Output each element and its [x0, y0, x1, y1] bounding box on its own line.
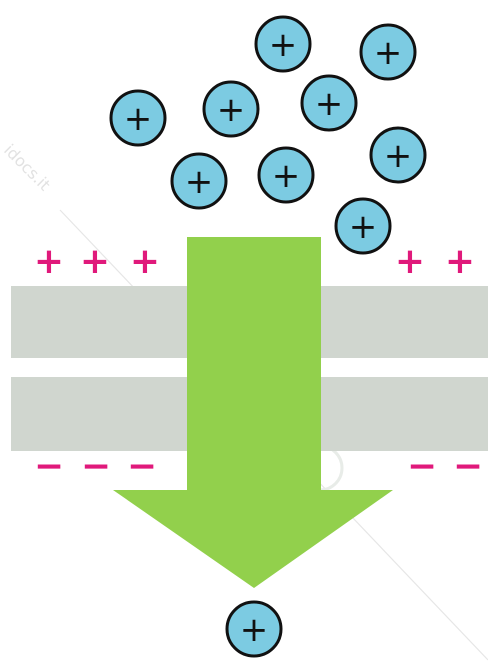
ion-charge-label: +: [217, 90, 246, 130]
ion-charge-label: +: [384, 136, 413, 176]
intracellular-ions: +: [225, 600, 283, 658]
outer-charge: +: [395, 241, 425, 282]
ion-charge-label: +: [374, 33, 403, 73]
inner-charges: − − − − −: [34, 446, 483, 487]
outer-charge: +: [80, 241, 110, 282]
ion-charge-label: +: [349, 207, 378, 247]
cation-circle-icon: +: [109, 89, 167, 147]
cation-circle-icon: +: [254, 15, 312, 73]
inner-charge: −: [407, 446, 437, 487]
outer-charge: +: [130, 241, 160, 282]
cation-circle-icon: +: [369, 126, 427, 184]
ion-charge-label: +: [315, 84, 344, 124]
outer-charges: + + + + +: [34, 241, 475, 282]
cation-circle-icon: +: [300, 74, 358, 132]
cation-circle-icon: +: [257, 146, 315, 204]
inner-charge: −: [34, 446, 64, 487]
cation-circle-icon: +: [202, 80, 260, 138]
ion-charge-label: +: [272, 156, 301, 196]
outer-charge: +: [445, 241, 475, 282]
inner-charge: −: [81, 446, 111, 487]
down-arrow-icon: [113, 237, 393, 588]
ion-charge-label: +: [240, 610, 269, 650]
extracellular-ions: + + + + + + +: [109, 15, 427, 255]
inner-charge: −: [127, 446, 157, 487]
outer-charge: +: [34, 241, 64, 282]
inner-charge: −: [453, 446, 483, 487]
cation-circle-icon: +: [334, 197, 392, 255]
ion-charge-label: +: [124, 99, 153, 139]
watermark-text: idocs.it: [0, 140, 54, 194]
cation-circle-icon: +: [170, 152, 228, 210]
cation-circle-icon: +: [225, 600, 283, 658]
ion-charge-label: +: [269, 25, 298, 65]
ion-charge-label: +: [185, 162, 214, 202]
cation-circle-icon: +: [359, 23, 417, 81]
